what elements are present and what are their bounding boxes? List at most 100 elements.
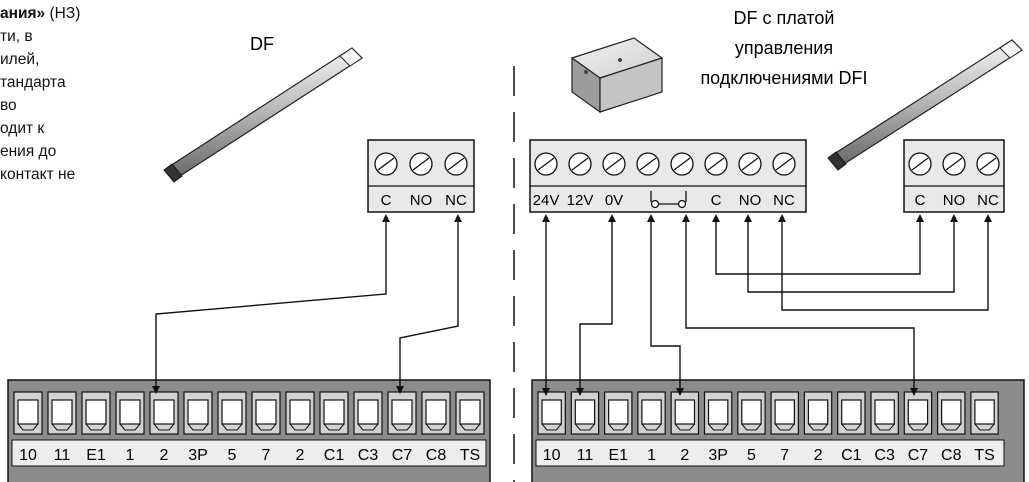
board-terminal: 3P [183, 391, 213, 464]
board-terminal-label: 11 [54, 447, 71, 464]
wire-c-to-c [712, 214, 924, 275]
board-terminal-label: C7 [908, 447, 929, 464]
terminal-label-no: NO [943, 192, 966, 209]
terminal-clamp [153, 423, 175, 431]
side-text-line-7: ения до [0, 143, 57, 160]
terminal-clamp [641, 423, 662, 431]
terminal-label-nc: NC [445, 192, 467, 209]
screw-icon [374, 152, 398, 176]
terminal-clamp [119, 423, 141, 431]
module-terminal-label: 0V [605, 192, 623, 209]
terminal-screw-window [641, 399, 662, 425]
board-terminal-label: C1 [841, 447, 862, 464]
module-terminal-label: NC [773, 192, 795, 209]
board-terminal: C3 [353, 391, 383, 464]
board-terminal: 10 [537, 391, 566, 464]
board-terminal-label: C3 [358, 447, 379, 464]
module-label-line-2: управления [735, 38, 833, 58]
terminal-clamp [425, 423, 447, 431]
wire-nc-to-nc [778, 214, 992, 311]
board-terminal-label: 7 [262, 447, 271, 464]
board-terminal-label: C7 [392, 447, 413, 464]
side-description-text: ания» (НЗ) ти, в илей, тандарта во одит … [0, 2, 130, 186]
wire-c-to-2 [152, 214, 390, 394]
board-terminal-label: 1 [126, 447, 135, 464]
wire-jumper-to-c7 [682, 214, 918, 396]
board-terminal-label: 1 [647, 447, 656, 464]
terminal-screw-window [425, 399, 447, 425]
dfi-module-box-icon [570, 37, 664, 114]
terminal-clamp [808, 423, 829, 431]
dfi-module-terminal-strip: 24V 12V 0V C NO NC [529, 139, 807, 213]
board-terminal-label: 2 [814, 447, 823, 464]
terminal-clamp [323, 423, 345, 431]
module-terminal-label: 24V [533, 192, 560, 209]
module-terminal-label: NO [739, 192, 762, 209]
board-terminal: C8 [936, 391, 966, 464]
module-label-line-1: DF с платой [734, 8, 835, 28]
terminal-clamp [85, 423, 107, 431]
board-terminal: C7 [387, 391, 417, 464]
terminal-clamp [974, 423, 995, 431]
terminal-label-c: C [381, 192, 392, 209]
screw-icon [738, 152, 762, 176]
terminal-clamp [907, 423, 928, 431]
side-text-line-5: во [0, 97, 17, 114]
left-terminal-block: C NO NC [367, 139, 475, 213]
board-terminal: 11 [570, 391, 600, 464]
terminal-screw-window [459, 399, 481, 425]
board-terminal: 7 [770, 391, 799, 464]
screw-icon [670, 152, 694, 176]
board-terminal-label: TS [460, 447, 480, 464]
wire-no-to-no [744, 214, 958, 293]
terminal-clamp [357, 423, 379, 431]
board-terminal: TS [970, 391, 999, 464]
screw-icon [568, 152, 592, 176]
terminal-screw-window [674, 399, 696, 425]
board-terminal: E1 [603, 391, 633, 464]
board-terminal-label: 2 [160, 447, 169, 464]
terminal-screw-window [907, 399, 929, 425]
terminal-clamp [541, 423, 562, 431]
board-terminal-label: C3 [874, 447, 895, 464]
terminal-screw-window [357, 399, 379, 425]
board-terminal: 2 [670, 391, 700, 464]
terminal-screw-window [541, 399, 562, 425]
terminal-clamp [17, 423, 39, 431]
wire-jumper-to-2 [647, 214, 684, 396]
module-terminal-label: 12V [567, 192, 594, 209]
terminal-screw-window [85, 399, 107, 425]
board-terminal-label: 2 [296, 447, 305, 464]
board-terminal: TS [455, 391, 485, 464]
terminal-screw-window [17, 399, 39, 425]
terminal-screw-window [707, 399, 729, 425]
terminal-screw-window [807, 399, 829, 425]
terminal-clamp [51, 423, 73, 431]
right-terminal-block: C NO NC [903, 139, 1005, 213]
board-terminal-label: 7 [780, 447, 789, 464]
screw-icon [772, 152, 796, 176]
board-terminal-label: 5 [228, 447, 237, 464]
terminal-screw-window [940, 399, 962, 425]
left-wiring [152, 214, 462, 394]
terminal-clamp [708, 423, 729, 431]
terminal-clamp [674, 423, 695, 431]
screw-icon [908, 152, 932, 176]
terminal-label-nc: NC [977, 192, 999, 209]
right-wiring [542, 214, 992, 396]
terminal-clamp [608, 423, 629, 431]
board-terminal-label: 5 [747, 447, 756, 464]
screw-icon [444, 152, 468, 176]
module-terminal-label: C [711, 192, 722, 209]
board-terminal: E1 [81, 391, 111, 464]
terminal-screw-window [574, 399, 596, 425]
terminal-screw-window [391, 399, 413, 425]
terminal-screw-window [607, 399, 629, 425]
board-terminal: C7 [903, 391, 933, 464]
board-terminal-label: 3P [188, 447, 208, 464]
board-terminal: 2 [149, 391, 179, 464]
board-terminal: 2 [803, 391, 833, 464]
terminal-screw-window [187, 399, 209, 425]
terminal-screw-window [323, 399, 345, 425]
